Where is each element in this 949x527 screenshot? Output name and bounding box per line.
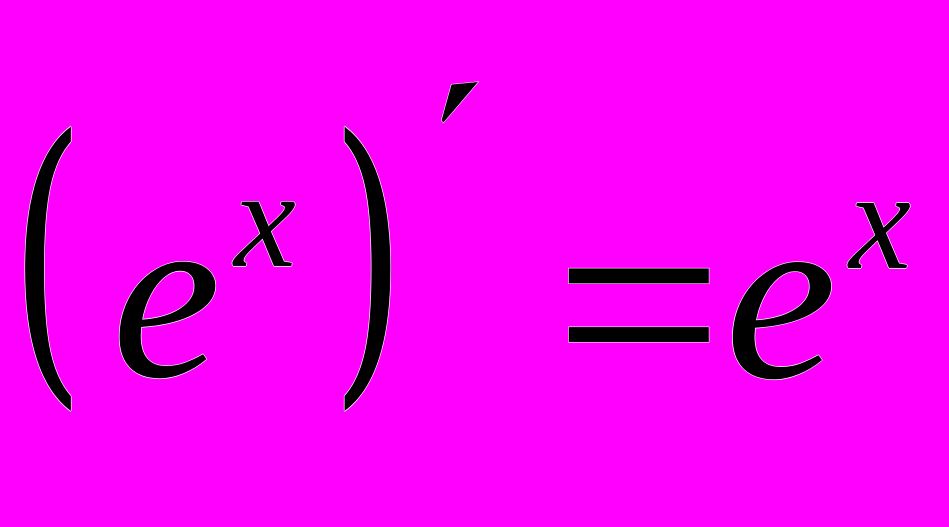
- equals-sign-glyph: [568, 267, 710, 343]
- prime-glyph: [440, 81, 480, 124]
